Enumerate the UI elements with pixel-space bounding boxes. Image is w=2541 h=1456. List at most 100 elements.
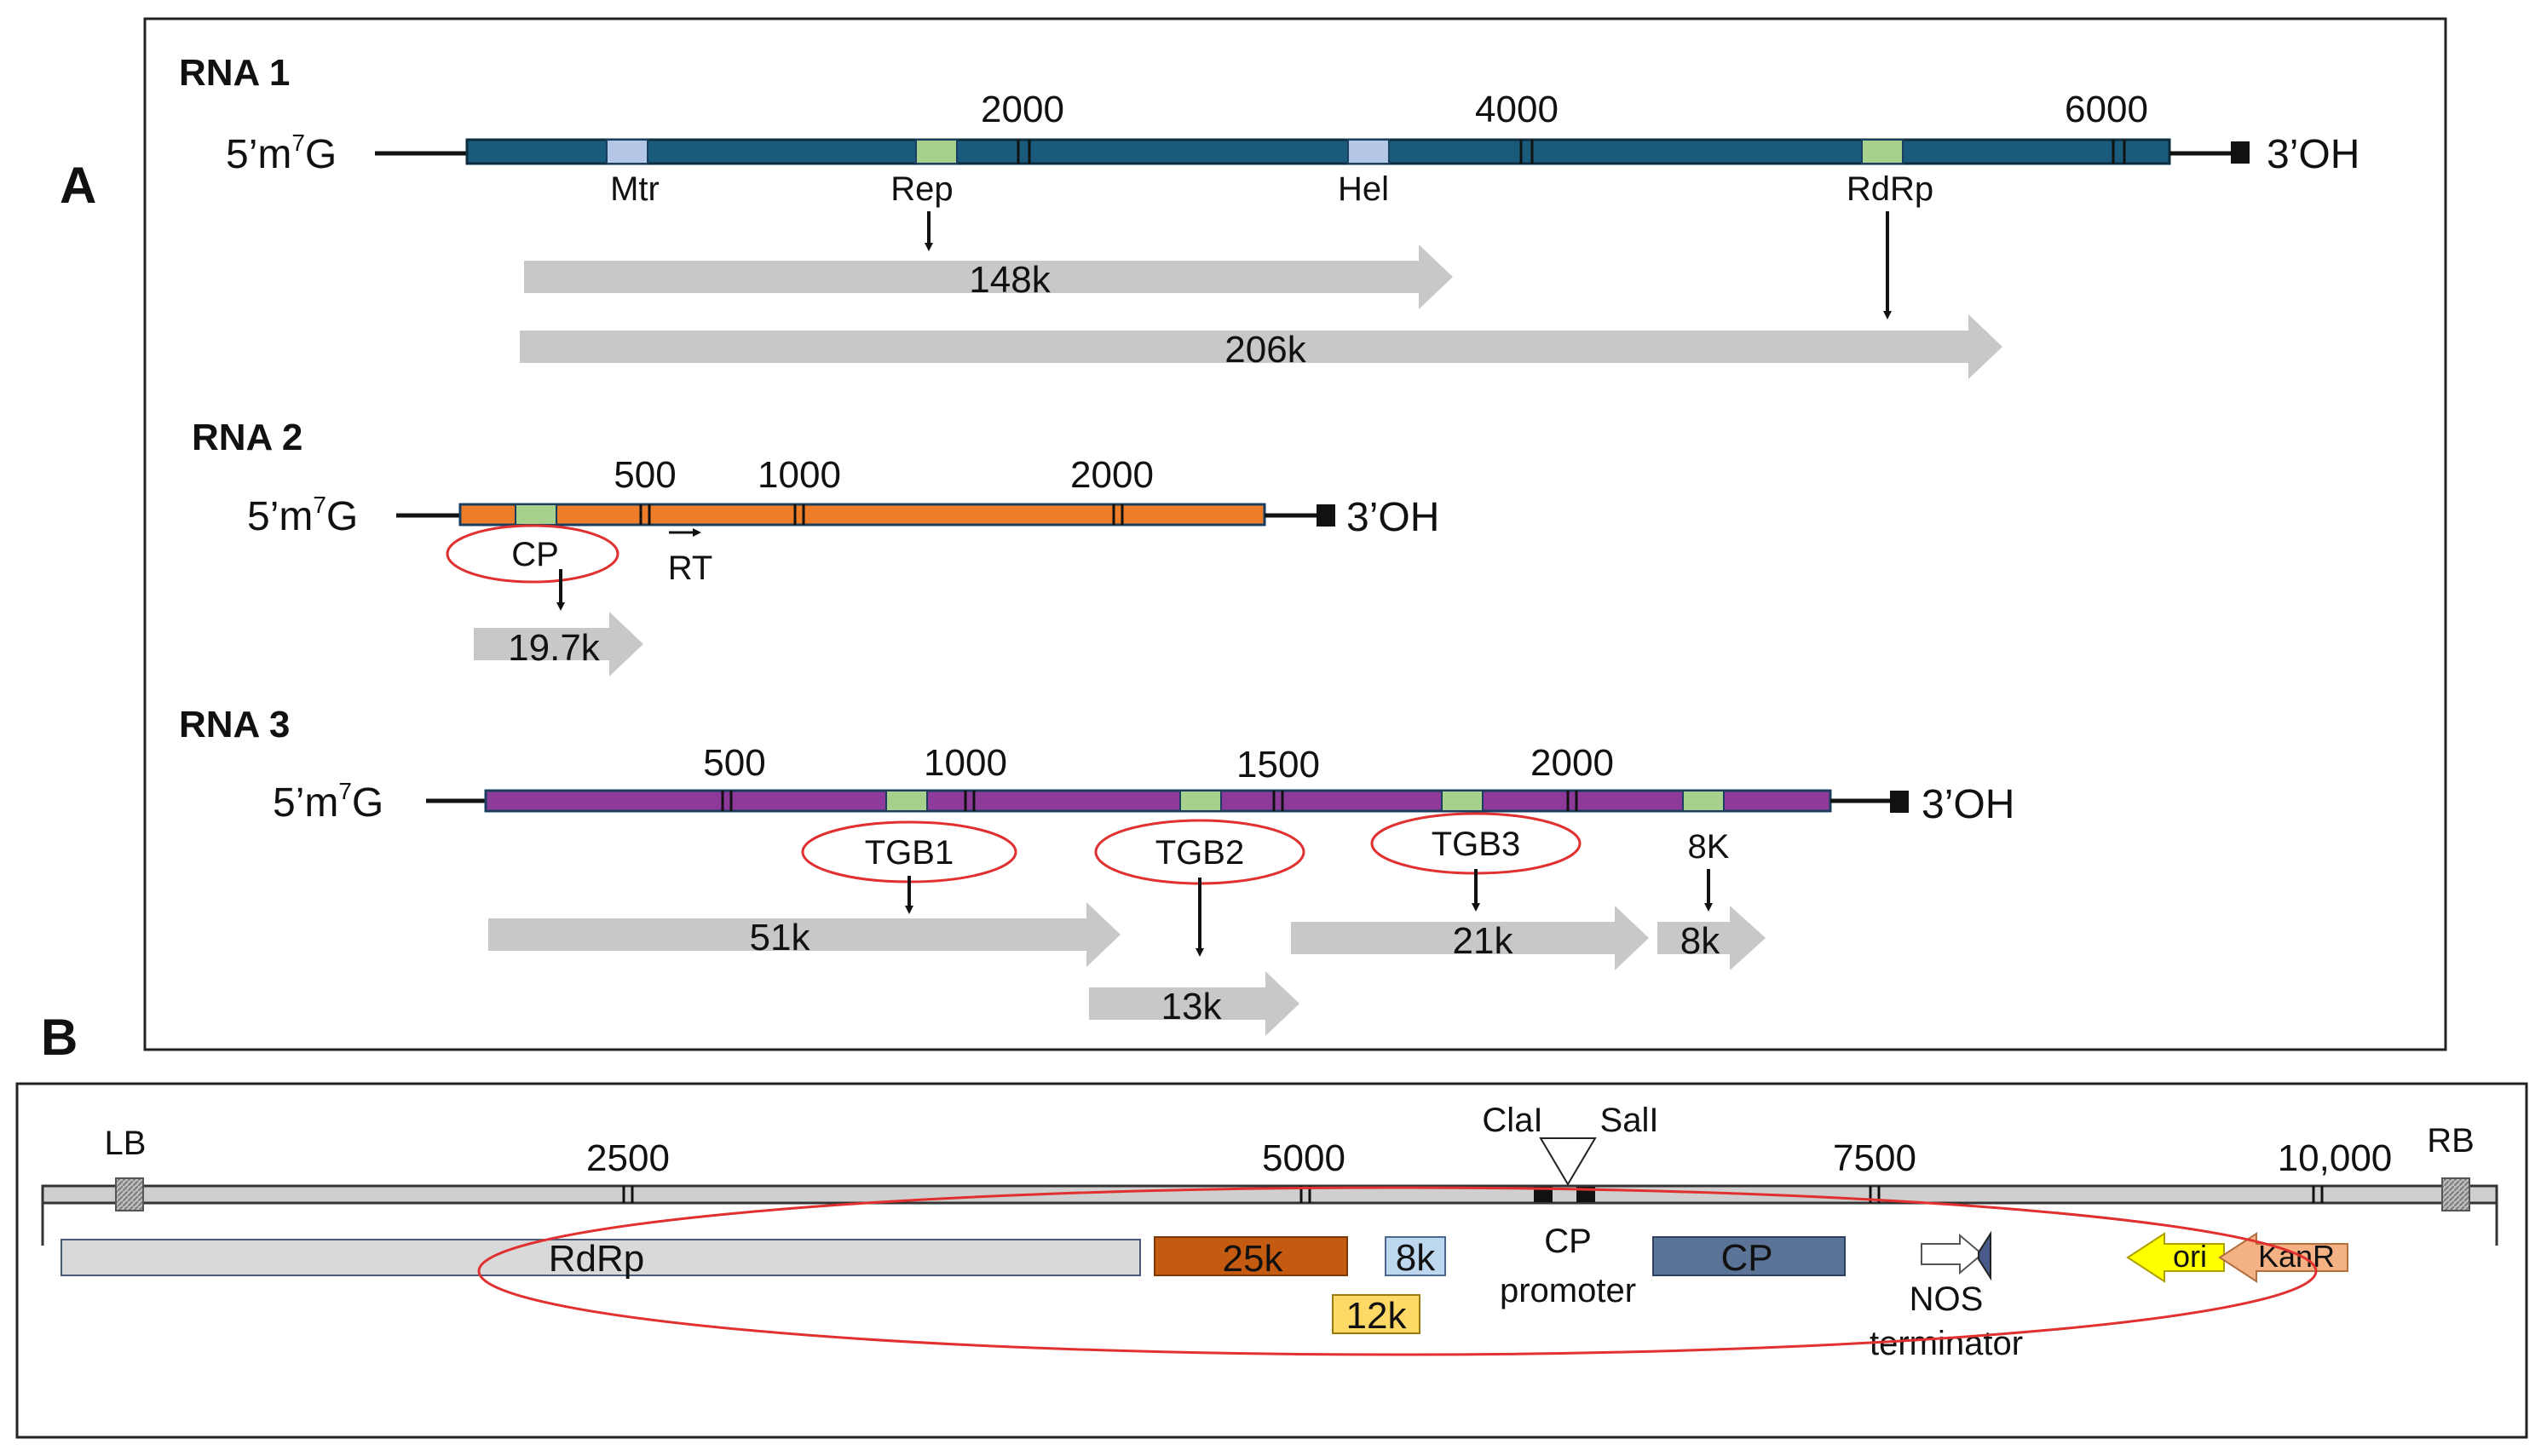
rna2-five-prime: 5’m7G bbox=[247, 492, 358, 539]
rna1-tick-label-6000: 6000 bbox=[2065, 89, 2148, 130]
rdrp-feature-label: RdRp bbox=[549, 1238, 645, 1280]
rna3-product-13k bbox=[1089, 971, 1299, 1036]
rna1-title: RNA 1 bbox=[179, 52, 290, 94]
rb-border bbox=[2441, 1177, 2470, 1211]
rna1-group: RNA 1 5’m7G 3’OH 2000 4000 6000 Mtr Rep … bbox=[179, 52, 2360, 379]
insert-region-highlight bbox=[477, 1186, 2318, 1356]
rna2-group: RNA 2 5’m7G 3’OH 500 1000 2000 CP RT 19.… bbox=[192, 417, 1439, 676]
rb-label: RB bbox=[2427, 1122, 2475, 1160]
vector-tick-label-5000: 5000 bbox=[1262, 1137, 1345, 1179]
k12-feature-label: 12k bbox=[1346, 1295, 1408, 1337]
rna1-product-148k bbox=[524, 245, 1453, 309]
cp-promoter-label-1: CP bbox=[1544, 1223, 1592, 1260]
clai-label: ClaI bbox=[1482, 1102, 1542, 1139]
rna1-domain-hel bbox=[1347, 139, 1390, 164]
rna3-tick-label-1000: 1000 bbox=[924, 742, 1007, 784]
sali-label: SalI bbox=[1600, 1102, 1659, 1139]
nos-terminator-cap bbox=[1978, 1230, 1991, 1281]
rna3-tick-label-2000: 2000 bbox=[1530, 742, 1614, 784]
rna3-product-8k bbox=[1657, 906, 1766, 970]
panel-b-label: B bbox=[41, 1009, 78, 1066]
rna2-product-19-7k bbox=[474, 612, 643, 676]
cp-promoter-label-2: promoter bbox=[1500, 1272, 1636, 1309]
k25-feature-label: 25k bbox=[1223, 1238, 1284, 1280]
rna1-genome-bar bbox=[465, 138, 2171, 165]
rna3-domain-label-tgb1: TGB1 bbox=[865, 834, 954, 872]
k12-feature bbox=[1332, 1294, 1420, 1334]
rna1-product-label-148k: 148k bbox=[969, 259, 1051, 301]
rna1-domain-label-rep: Rep bbox=[890, 170, 953, 208]
rna1-domain-rdrp bbox=[1861, 139, 1904, 164]
vector-tick-label-10000: 10,000 bbox=[2278, 1137, 2393, 1179]
rna3-group: RNA 3 5’m7G 3’OH 500 1000 1500 2000 TGB1… bbox=[179, 704, 2014, 1036]
k8-feature-label: 8k bbox=[1396, 1237, 1436, 1279]
rna1-3prime-cap bbox=[2231, 141, 2250, 164]
rna3-tick-1500 bbox=[1272, 791, 1284, 811]
cp-feature-label: CP bbox=[1720, 1237, 1772, 1279]
cp-feature bbox=[1652, 1236, 1846, 1276]
rna3-tick-label-500: 500 bbox=[703, 742, 765, 784]
rna1-tick-label-2000: 2000 bbox=[981, 89, 1064, 130]
rna2-tick-2000 bbox=[1112, 504, 1124, 525]
rna2-rt-label: RT bbox=[668, 550, 713, 587]
nos-label-2: terminator bbox=[1870, 1325, 2023, 1362]
rna2-tick-label-1000: 1000 bbox=[758, 454, 841, 496]
rna3-product-51k bbox=[488, 902, 1121, 967]
rna1-domain-label-mtr: Mtr bbox=[610, 170, 660, 208]
rna1-domain-rep bbox=[915, 139, 958, 164]
rna1-five-prime: 5’m7G bbox=[226, 129, 337, 177]
rna3-tick-1000 bbox=[964, 791, 976, 811]
rna3-domain-label-8k: 8K bbox=[1688, 828, 1730, 866]
rna3-title: RNA 3 bbox=[179, 704, 290, 745]
vector-tick-label-2500: 2500 bbox=[586, 1137, 670, 1179]
lb-border bbox=[115, 1177, 144, 1211]
rna2-tick-500 bbox=[639, 504, 651, 525]
rna1-product-label-206k: 206k bbox=[1224, 329, 1306, 371]
rna1-tick-4000 bbox=[1519, 140, 1534, 164]
rna2-cp-highlight bbox=[446, 524, 619, 584]
rna2-three-prime: 3’OH bbox=[1346, 495, 1439, 540]
ori-label: ori bbox=[2173, 1239, 2207, 1274]
rna3-product-label-51k: 51k bbox=[750, 917, 811, 958]
k8-feature bbox=[1385, 1236, 1446, 1276]
rna3-product-label-13k: 13k bbox=[1161, 986, 1223, 1027]
cloning-site-marker bbox=[1539, 1137, 1597, 1186]
rna3-tick-500 bbox=[721, 791, 733, 811]
vector-map: LB RB 2500 5000 7500 10,000 ClaI SalI Rd… bbox=[41, 1102, 2498, 1362]
rna1-tick-2000 bbox=[1017, 140, 1031, 164]
vector-tick-10000 bbox=[2312, 1186, 2324, 1203]
rna3-genome-bar bbox=[484, 789, 1832, 813]
rna2-tick-label-2000: 2000 bbox=[1070, 454, 1154, 496]
rna3-tick-label-1500: 1500 bbox=[1236, 744, 1320, 786]
rna3-domain-8k bbox=[1682, 790, 1725, 812]
k25-feature bbox=[1154, 1236, 1348, 1276]
rna2-title: RNA 2 bbox=[192, 417, 302, 458]
rna3-three-prime: 3’OH bbox=[1922, 782, 2014, 827]
rna2-product-label-19-7k: 19.7k bbox=[508, 627, 601, 669]
rna3-five-prime: 5’m7G bbox=[273, 778, 383, 826]
nos-label-1: NOS bbox=[1910, 1280, 1984, 1318]
rna1-domain-mtr bbox=[606, 139, 648, 164]
rna1-tick-label-4000: 4000 bbox=[1475, 89, 1559, 130]
rna3-tick-2000 bbox=[1566, 791, 1578, 811]
rna3-domain-tgb3 bbox=[1441, 790, 1484, 812]
rna1-product-206k bbox=[520, 314, 2002, 379]
rna3-product-21k bbox=[1291, 906, 1649, 970]
rna3-domain-tgb1 bbox=[885, 790, 928, 812]
rna2-domain-cp bbox=[515, 504, 557, 526]
rna3-product-label-21k: 21k bbox=[1453, 920, 1514, 962]
rna2-genome-bar bbox=[458, 503, 1266, 527]
rna2-tick-1000 bbox=[793, 504, 805, 525]
rna1-domain-label-rdrp: RdRp bbox=[1847, 170, 1933, 208]
rna3-domain-label-tgb2: TGB2 bbox=[1155, 834, 1244, 872]
rna1-three-prime: 3’OH bbox=[2267, 132, 2360, 177]
vector-tick-label-7500: 7500 bbox=[1833, 1137, 1916, 1179]
panel-a-label: A bbox=[60, 157, 96, 214]
rna3-domain-label-tgb3: TGB3 bbox=[1432, 826, 1520, 863]
panel-a-frame bbox=[143, 17, 2447, 1051]
rdrp-feature bbox=[60, 1239, 1141, 1276]
vector-tick-2500 bbox=[622, 1186, 634, 1203]
rna2-tick-label-500: 500 bbox=[614, 454, 676, 496]
lb-label: LB bbox=[105, 1125, 147, 1162]
